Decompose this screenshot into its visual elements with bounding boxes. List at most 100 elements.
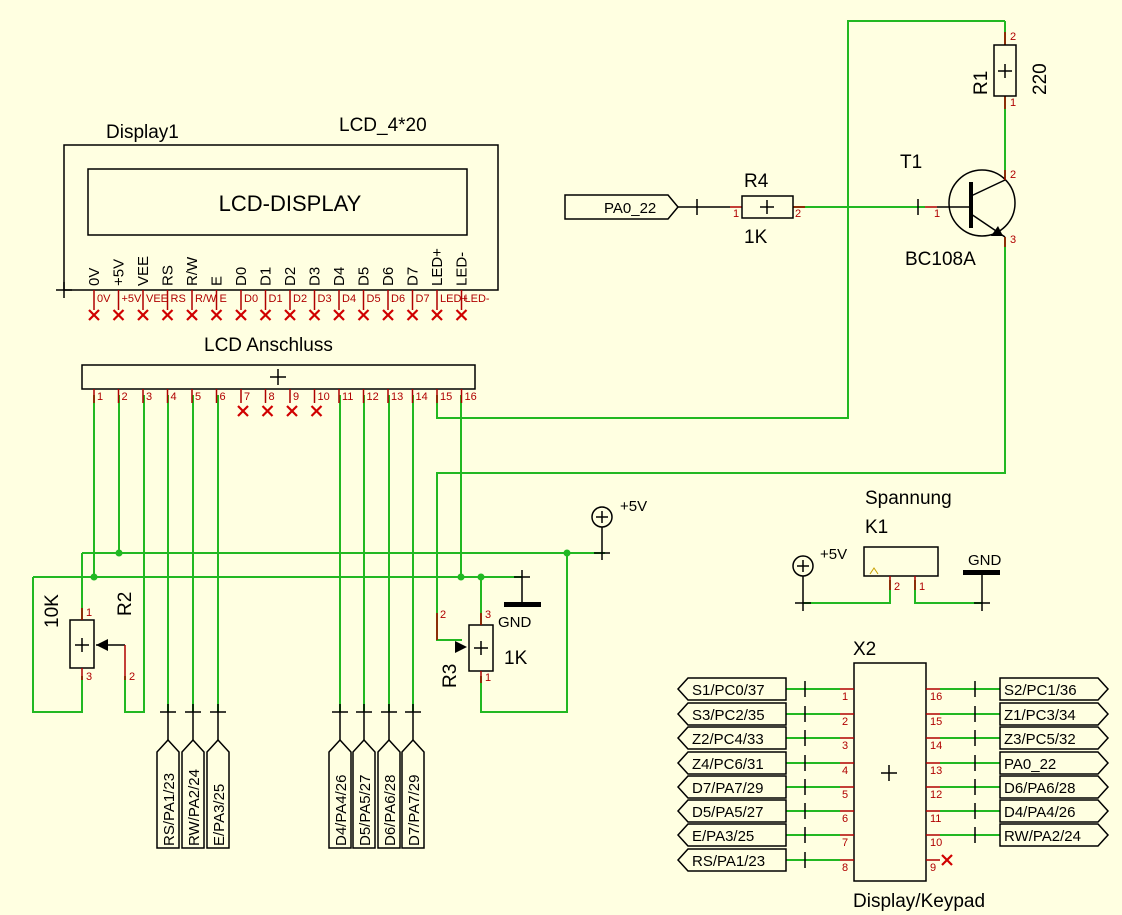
svg-text:1: 1 [485, 672, 491, 684]
port-vertical: D7/PA7/29 [401, 704, 425, 849]
display-value: LCD_4*20 [339, 115, 427, 136]
no-connect-mark [259, 309, 272, 321]
svg-text:1: 1 [86, 607, 92, 619]
svg-text:2: 2 [129, 671, 135, 683]
svg-text:2: 2 [1010, 169, 1016, 181]
r2-value: 10K [42, 594, 63, 628]
lcd-pin-number: D4 [342, 293, 356, 305]
r4-value: 1K [744, 227, 768, 248]
power-vcc-k1: +5V [792, 546, 847, 611]
svg-text:3: 3 [1010, 234, 1016, 246]
wires [32, 20, 1006, 861]
x2-right-port: 16 S2/PC1/36 [926, 677, 1110, 703]
svg-text:Z4/PC6/31: Z4/PC6/31 [692, 756, 764, 773]
connector-pin-number: 11 [342, 391, 353, 403]
x2-right-port: 9 [926, 854, 953, 874]
connector-pin-number: 10 [318, 391, 330, 403]
no-connect-mark [308, 309, 321, 321]
svg-text:GND: GND [968, 552, 1002, 569]
lcd-pin-number: D6 [391, 293, 405, 305]
svg-text:S2/PC1/36: S2/PC1/36 [1004, 682, 1077, 699]
svg-text:9: 9 [930, 862, 936, 874]
svg-text:GND: GND [498, 614, 532, 631]
svg-text:E/PA3/25: E/PA3/25 [692, 828, 754, 845]
svg-text:1: 1 [934, 208, 940, 220]
lcd-pin-number: D2 [293, 293, 307, 305]
no-connect-mark [382, 309, 394, 321]
no-connect-mark [286, 405, 298, 417]
svg-text:13: 13 [930, 765, 942, 777]
port-vertical: D5/PA5/27 [352, 704, 376, 849]
no-connect-mark [284, 309, 296, 321]
svg-text:+5V: +5V [620, 498, 647, 515]
k1-name: K1 [865, 517, 888, 538]
svg-text:12: 12 [930, 789, 942, 801]
no-connect-mark [88, 309, 100, 321]
port-vertical: D4/PA4/26 [328, 704, 352, 849]
potentiometer-r2: 1 3 2 10K R2 [42, 592, 136, 683]
svg-text:S3/PC2/35: S3/PC2/35 [692, 707, 765, 724]
port-pa0: PA0_22 [564, 194, 730, 220]
junctions [90, 549, 571, 581]
power-vcc-top: +5V [591, 498, 647, 560]
x2-left-port: RS/PA1/23 8 [676, 848, 854, 874]
r2-name: R2 [115, 592, 136, 616]
svg-text:S1/PC0/37: S1/PC0/37 [692, 682, 765, 699]
svg-text:8: 8 [842, 862, 848, 874]
svg-text:D6/PA6/28: D6/PA6/28 [1004, 780, 1075, 797]
svg-text:E/PA3/25: E/PA3/25 [211, 784, 228, 846]
k1-title: Spannung [865, 488, 952, 509]
lcd-pin-label: D4 [331, 267, 348, 286]
port-vertical: D6/PA6/28 [377, 704, 401, 849]
svg-text:10: 10 [930, 837, 942, 849]
lcd-pin-label: D1 [258, 267, 275, 286]
connector-pin-number: 3 [146, 391, 152, 403]
svg-text:2: 2 [1010, 31, 1016, 43]
connector-pin-number: 15 [440, 391, 452, 403]
svg-text:11: 11 [930, 813, 941, 825]
t1-name: T1 [900, 152, 922, 173]
svg-text:D5/PA5/27: D5/PA5/27 [357, 775, 374, 846]
transistor-t1: 1 2 3 T1 BC108A [900, 152, 1016, 270]
svg-text:RS/PA1/23: RS/PA1/23 [692, 853, 765, 870]
svg-text:1: 1 [733, 208, 739, 220]
connector-pin-number: 16 [465, 391, 477, 403]
svg-text:PA0_22: PA0_22 [604, 200, 656, 217]
svg-text:4: 4 [842, 765, 848, 777]
svg-text:D5/PA5/27: D5/PA5/27 [692, 804, 763, 821]
no-connect-mark [357, 309, 370, 321]
svg-text:3: 3 [842, 740, 848, 752]
lcd-pin-number: VEE [146, 293, 168, 305]
svg-text:2: 2 [842, 716, 848, 728]
svg-text:RW/PA2/24: RW/PA2/24 [186, 769, 203, 846]
lcd-pin-label: +5V [111, 259, 128, 286]
t1-value: BC108A [905, 249, 976, 270]
connector-pin-number: 13 [391, 391, 403, 403]
no-connect-mark [237, 405, 249, 417]
power-gnd-r3: GND [498, 570, 541, 631]
svg-text:D6/PA6/28: D6/PA6/28 [382, 775, 399, 846]
connector-pin-number: 1 [97, 391, 103, 403]
lcd-pin-number: D3 [318, 293, 332, 305]
lcd-pin-number: R/W [195, 293, 217, 305]
svg-text:1: 1 [919, 581, 925, 593]
r4-name: R4 [744, 171, 769, 192]
connector-pin-number: 2 [122, 391, 128, 403]
svg-text:2: 2 [795, 208, 801, 220]
no-connect-mark [186, 309, 198, 321]
lcd-display: LCD-DISPLAY Display1 LCD_4*20 0V0V+5V+5V… [56, 115, 499, 321]
no-connect-mark [310, 405, 323, 417]
connector-title: LCD Anschluss [204, 335, 333, 356]
connector-pin-number: 5 [195, 391, 201, 403]
connector-pin-number: 12 [367, 391, 379, 403]
svg-text:16: 16 [930, 691, 942, 703]
connector-pin-number: 6 [220, 391, 226, 403]
svg-text:3: 3 [86, 671, 92, 683]
no-connect-mark [261, 405, 274, 417]
svg-text:RS/PA1/23: RS/PA1/23 [161, 773, 178, 846]
